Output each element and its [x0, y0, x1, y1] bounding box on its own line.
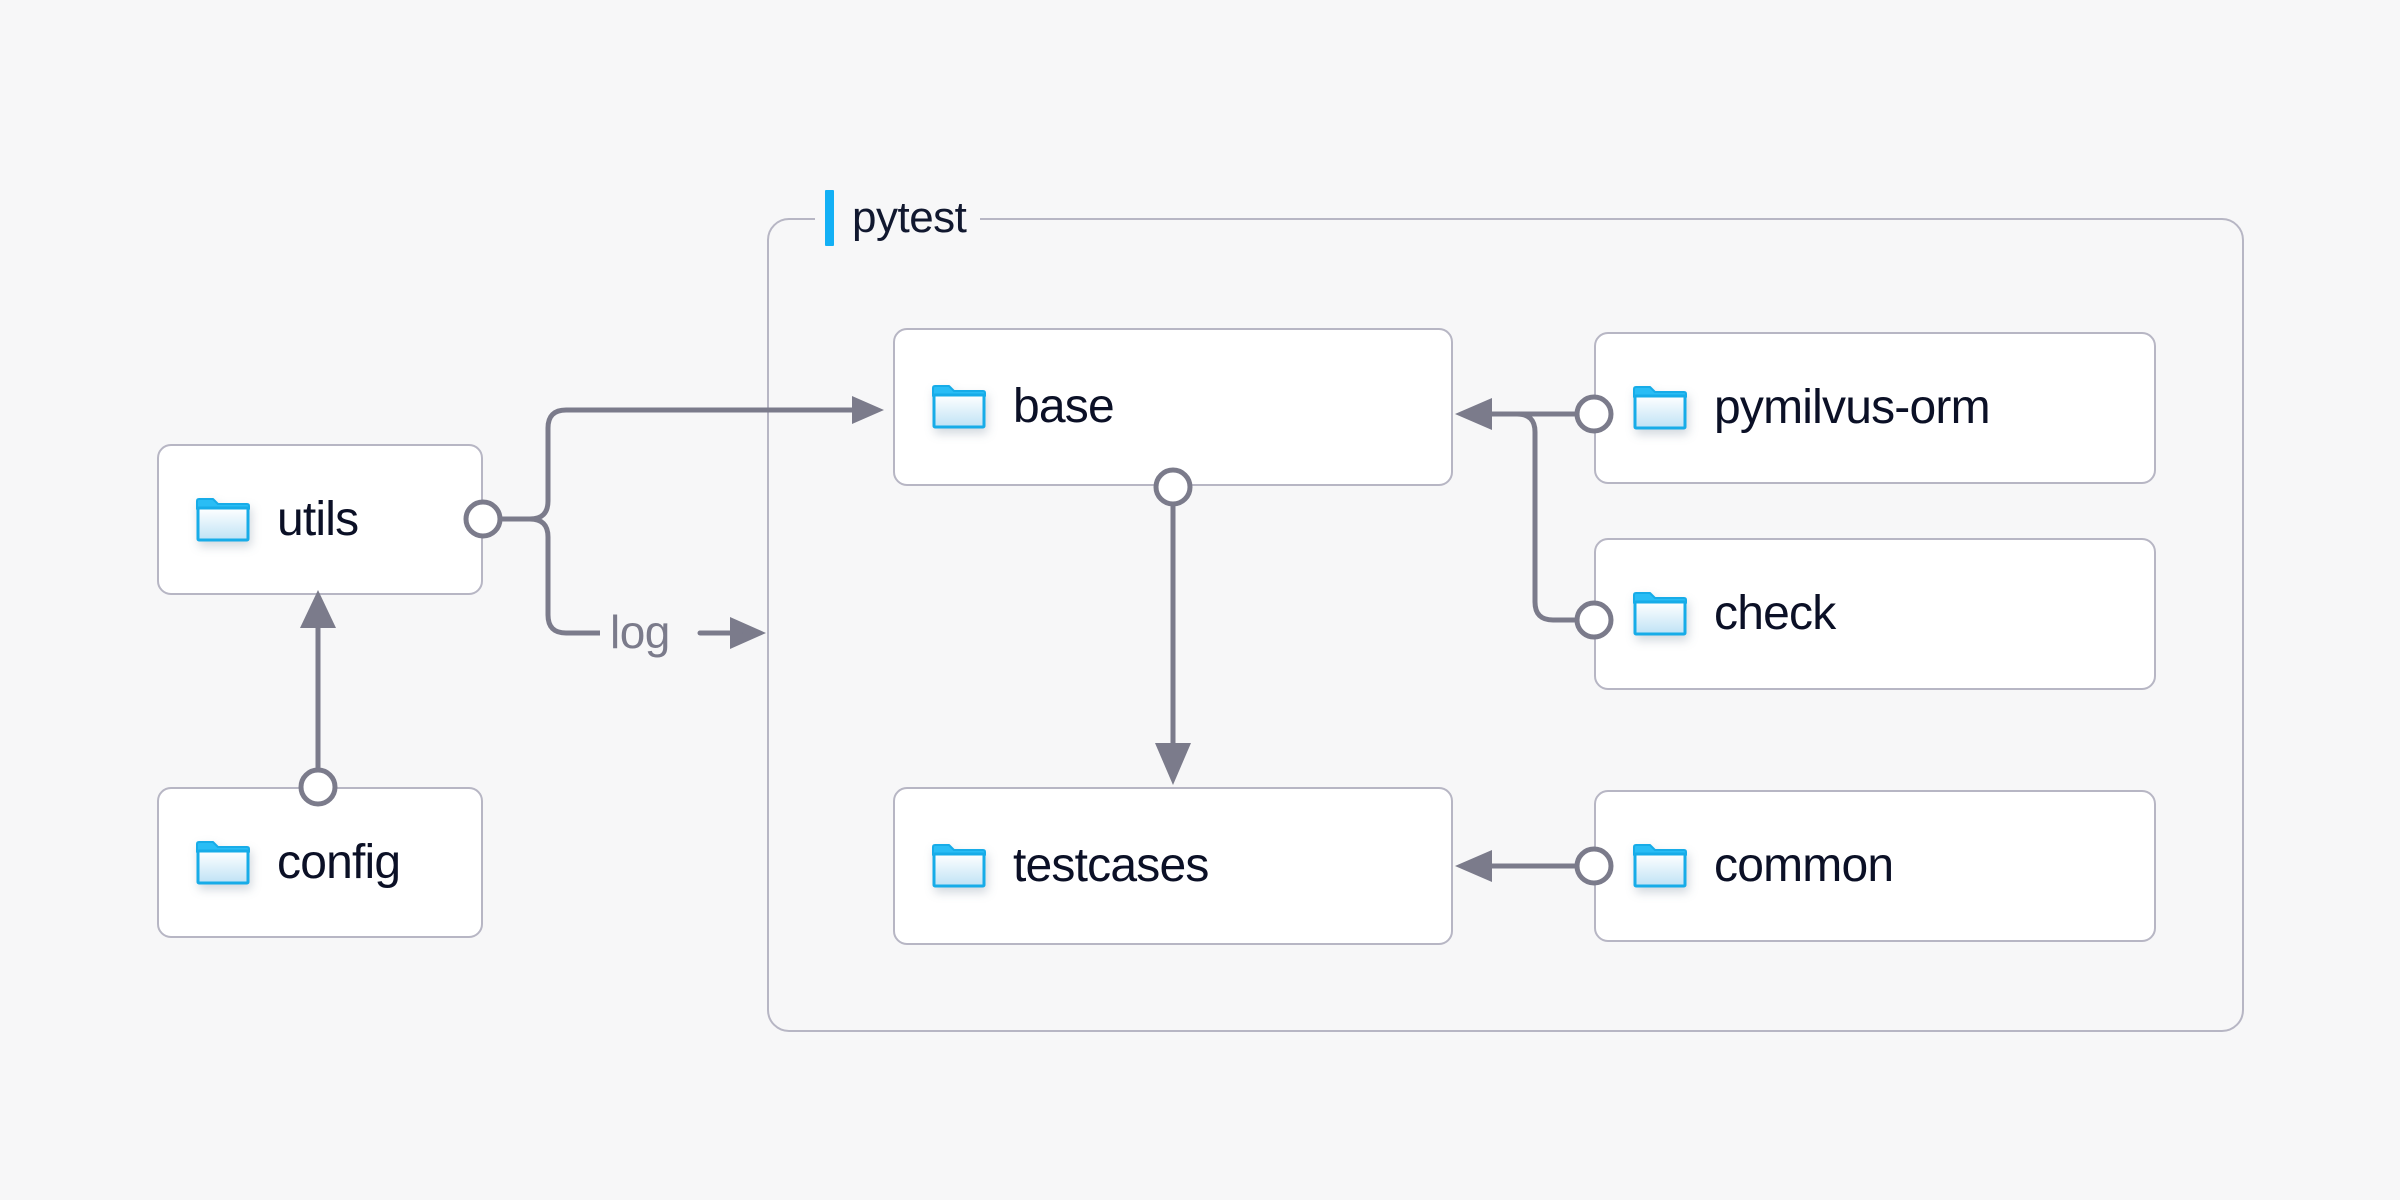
node-label: base [1013, 380, 1115, 433]
folder-icon [1632, 591, 1688, 637]
arrowhead-icon [730, 617, 766, 649]
accent-bar-icon [825, 190, 834, 246]
group-label-pytest: pytest [815, 190, 981, 246]
node-common[interactable]: common [1594, 790, 2156, 942]
node-pymilvus-orm[interactable]: pymilvus-orm [1594, 332, 2156, 484]
folder-icon [931, 843, 987, 889]
folder-icon [195, 497, 251, 543]
node-base[interactable]: base [893, 328, 1453, 486]
node-label: pymilvus-orm [1714, 381, 1991, 434]
group-container-pytest [767, 218, 2244, 1032]
node-testcases[interactable]: testcases [893, 787, 1453, 945]
node-label: testcases [1013, 839, 1209, 892]
edge-config-utils [298, 590, 338, 807]
node-utils[interactable]: utils [157, 444, 483, 595]
folder-icon [195, 840, 251, 886]
folder-icon [1632, 385, 1688, 431]
node-label: check [1714, 587, 1836, 640]
node-check[interactable]: check [1594, 538, 2156, 690]
node-label: utils [277, 492, 359, 546]
node-config[interactable]: config [157, 787, 483, 938]
edge-label-log: log [600, 609, 680, 655]
folder-icon [1632, 843, 1688, 889]
node-label: config [277, 835, 401, 889]
folder-icon [931, 384, 987, 430]
group-title-text: pytest [852, 193, 967, 242]
arrowhead-icon [300, 590, 336, 628]
node-label: common [1714, 839, 1894, 892]
